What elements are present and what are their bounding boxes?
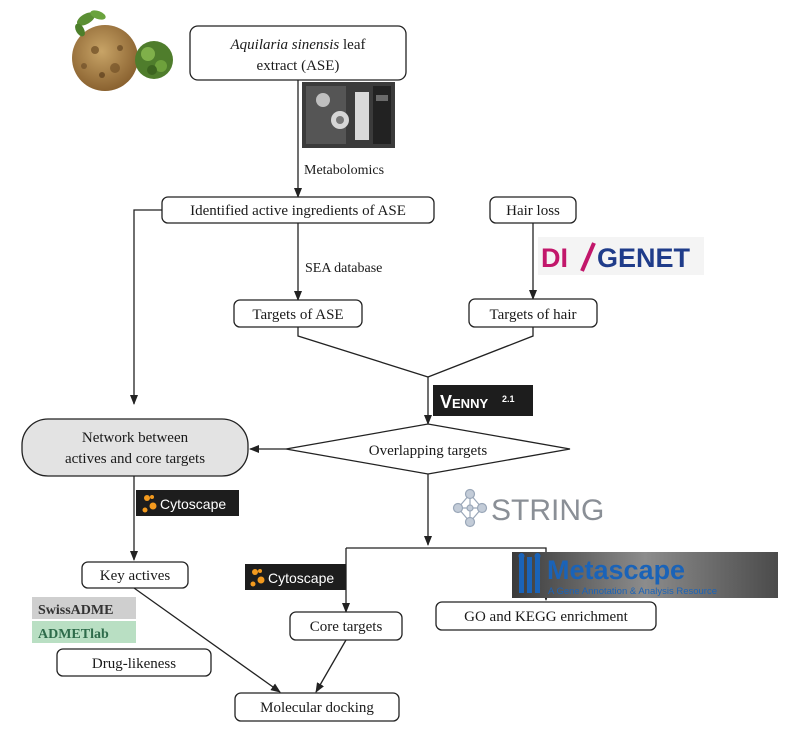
disgenet-logo-slash <box>580 242 596 272</box>
molecular-docking-label: Molecular docking <box>260 700 374 716</box>
node-core-targets: Core targets <box>289 611 403 641</box>
targets-hair-label: Targets of hair <box>490 307 577 323</box>
swissadme-logo: SwissADME <box>32 597 136 619</box>
cytoscape-logo-right-text: Cytoscape <box>268 570 334 586</box>
cytoscape-logo-left-text: Cytoscape <box>160 496 226 512</box>
mass-spectrometer-icon <box>302 82 395 148</box>
connectors <box>130 80 550 693</box>
venny-logo-version: 2.1 <box>502 394 515 404</box>
ingredients-label: Identified active ingredients of ASE <box>190 203 406 219</box>
overlapping-label: Overlapping targets <box>369 443 488 459</box>
venny-logo-name: Venny <box>440 392 488 412</box>
hair-loss-label: Hair loss <box>506 203 560 219</box>
network-label-line2: actives and core targets <box>65 451 205 467</box>
edge-label-sea-database: SEA database <box>305 261 382 276</box>
arrow-ingredients-to-network <box>130 209 162 405</box>
node-network: Network between actives and core targets <box>21 418 249 477</box>
disgenet-logo: DI GENET <box>538 237 704 275</box>
node-key-actives: Key actives <box>81 561 189 589</box>
arrow-key-actives-to-docking <box>133 587 281 693</box>
cytoscape-logo-left: Cytoscape <box>136 490 239 516</box>
ase-name-italic: Aquilaria sinensis <box>230 37 340 53</box>
disgenet-logo-left: DI <box>541 243 568 273</box>
network-graph-icon <box>452 488 488 528</box>
person-figure-icon <box>518 553 541 593</box>
node-identified-ingredients: Identified active ingredients of ASE <box>161 196 435 224</box>
string-logo-text: STRING <box>491 494 604 527</box>
node-overlapping-targets: Overlapping targets <box>285 423 571 475</box>
herb-photo-icon <box>72 10 173 91</box>
node-targets-ase: Targets of ASE <box>233 299 363 328</box>
connector-targets-hair-to-merge <box>427 327 534 378</box>
node-go-kegg: GO and KEGG enrichment <box>435 601 657 631</box>
network-label-line1: Network between <box>82 430 189 446</box>
metascape-logo: Metascape A Gene Annotation & Analysis R… <box>512 552 778 598</box>
drug-likeness-label: Drug-likeness <box>92 656 176 672</box>
ase-name-rest: leaf <box>339 37 365 53</box>
node-hair-loss: Hair loss <box>489 196 577 224</box>
node-molecular-docking: Molecular docking <box>234 692 400 722</box>
swissadme-logo-text: SwissADME <box>38 603 113 618</box>
disgenet-logo-right: GENET <box>597 243 691 273</box>
metascape-logo-name: Metascape <box>547 555 685 585</box>
node-targets-hair: Targets of hair <box>468 298 598 328</box>
string-logo: STRING <box>452 488 604 528</box>
admetlab-logo: ADMETlab <box>32 621 136 643</box>
svg-text:Aquilaria sinensis leaf: Aquilaria sinensis leaf <box>230 37 366 53</box>
admetlab-logo-text: ADMETlab <box>38 627 109 642</box>
metascape-logo-tagline: A Gene Annotation & Analysis Resource <box>548 586 717 597</box>
cytoscape-glyph-icon <box>250 569 265 587</box>
node-ase-extract: Aquilaria sinensis leaf extract (ASE) <box>189 25 407 81</box>
connector-targets-ase-to-merge <box>297 327 429 378</box>
cytoscape-glyph-icon <box>142 495 157 513</box>
edge-label-metabolomics: Metabolomics <box>304 163 384 178</box>
targets-ase-label: Targets of ASE <box>252 307 343 323</box>
node-drug-likeness: Drug-likeness <box>56 648 212 677</box>
venny-logo: Venny 2.1 <box>433 385 533 416</box>
arrow-core-targets-to-docking <box>315 639 347 693</box>
core-targets-label: Core targets <box>310 619 383 635</box>
ase-name-line2: extract (ASE) <box>257 58 340 74</box>
cytoscape-logo-right: Cytoscape <box>245 564 346 590</box>
key-actives-label: Key actives <box>100 568 171 584</box>
go-kegg-label: GO and KEGG enrichment <box>464 609 629 625</box>
